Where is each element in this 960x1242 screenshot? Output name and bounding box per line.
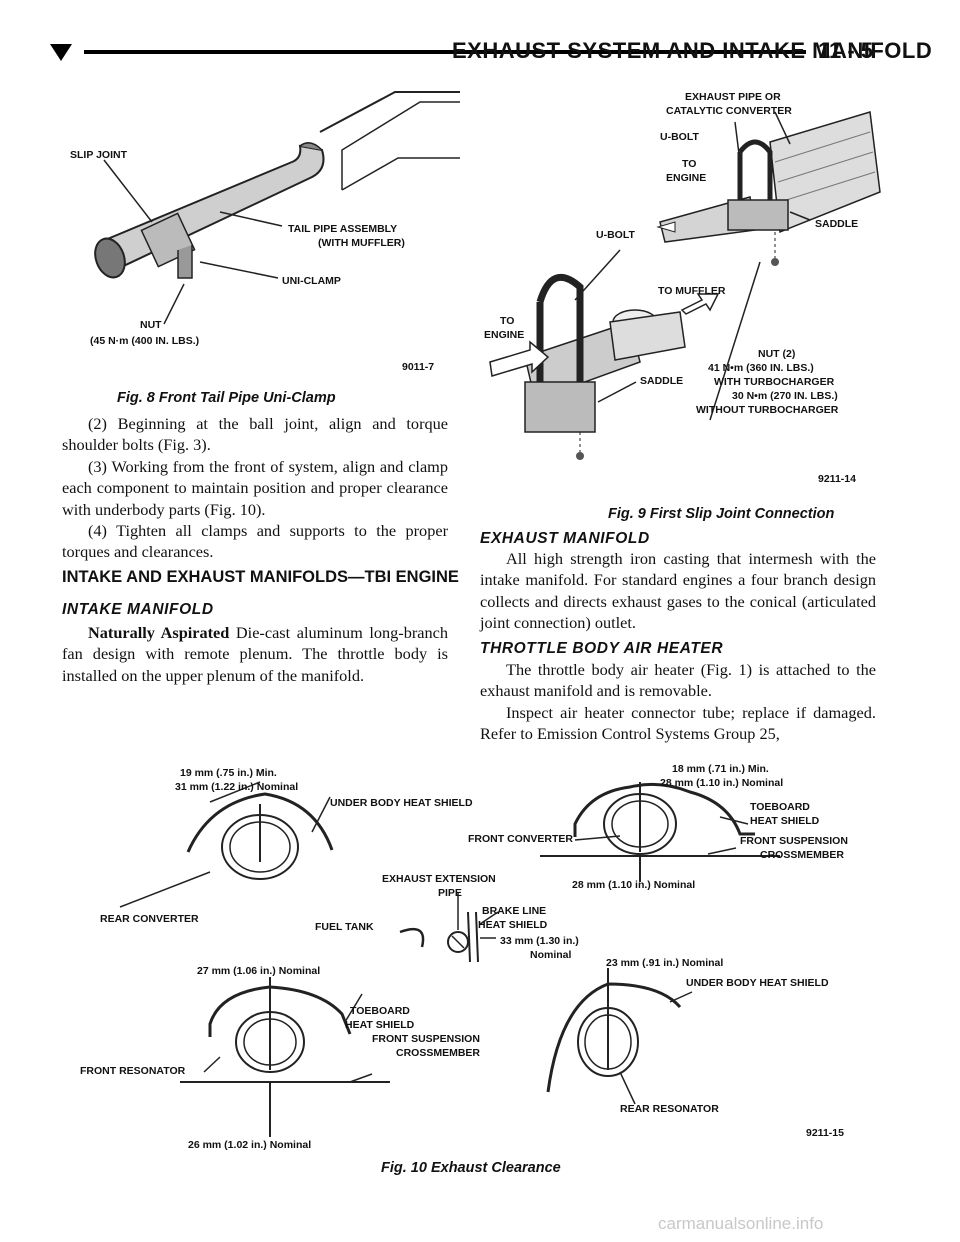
fig9-label-nut-torque-2: 30 N•m (270 IN. LBS.) xyxy=(732,390,838,402)
fig9-label-saddle-top: SADDLE xyxy=(815,218,858,230)
fig10-label-heat-shield-1: HEAT SHIELD xyxy=(750,815,820,827)
fig10-label-rear-resonator: REAR RESONATOR xyxy=(620,1103,719,1115)
intake-manifold-text: Naturally Aspirated Die-cast aluminum lo… xyxy=(62,622,448,686)
throttle-heater-text: The throttle body air heater (Fig. 1) is… xyxy=(480,659,876,745)
fig10-label-front-susp-2: FRONT SUSPENSION xyxy=(372,1033,480,1045)
fig10-label-rear-converter: REAR CONVERTER xyxy=(100,913,199,925)
fig10-label-brake-nominal: Nominal xyxy=(530,949,572,961)
fig9-label-engine-top: ENGINE xyxy=(666,172,706,184)
fig10-label-under-body-2: UNDER BODY HEAT SHIELD xyxy=(686,977,829,989)
fig9-label-nut-torque-1: 41 N•m (360 IN. LBS.) xyxy=(708,362,814,374)
fig9-caption: Fig. 9 First Slip Joint Connection xyxy=(608,506,835,522)
fig10-label-fuel-tank: FUEL TANK xyxy=(315,921,374,933)
fig10-code: 9211-15 xyxy=(806,1127,844,1139)
fig9-label-ubolt-left: U-BOLT xyxy=(596,229,635,241)
fig9-label-without-turbo: WITHOUT TURBOCHARGER xyxy=(696,404,839,416)
fig10-caption: Fig. 10 Exhaust Clearance xyxy=(381,1160,561,1176)
fig10-label-fc-nominal: 28 mm (1.10 in.) Nominal xyxy=(660,777,783,789)
fig9-label-to-muffler: TO MUFFLER xyxy=(658,285,726,297)
fig9-label-ubolt-top: U-BOLT xyxy=(660,131,699,143)
step-2: (2) Beginning at the ball joint, align a… xyxy=(62,414,448,455)
step-3: (3) Working from the front of system, al… xyxy=(62,456,448,519)
fig10-label-fr-top-dim: 27 mm (1.06 in.) Nominal xyxy=(197,965,320,977)
fig10-label-brake-dim: 33 mm (1.30 in.) xyxy=(500,935,579,947)
fig9-illustration: EXHAUST PIPE OR CATALYTIC CONVERTER U-BO… xyxy=(484,91,881,485)
fig8-label-nut-torque: (45 N·m (400 IN. LBS.) xyxy=(90,335,199,347)
fig10-label-crossmember-2: CROSSMEMBER xyxy=(396,1047,480,1059)
fig10-label-front-susp-1: FRONT SUSPENSION xyxy=(740,835,848,847)
fig10-label-brake-line: BRAKE LINE xyxy=(482,905,546,917)
fig10-illustration: 19 mm (.75 in.) Min. 31 mm (1.22 in.) No… xyxy=(80,763,848,1151)
fig10-label-brake-heat-shield: HEAT SHIELD xyxy=(478,919,548,931)
fig10-label-ext-pipe: EXHAUST EXTENSION xyxy=(382,873,496,885)
exhaust-manifold-heading: EXHAUST MANIFOLD xyxy=(480,530,650,547)
section-heading: INTAKE AND EXHAUST MANIFOLDS—TBI ENGINE xyxy=(62,568,459,586)
fig10-label-heat-shield-2: HEAT SHIELD xyxy=(345,1019,415,1031)
fig10-label-front-resonator: FRONT RESONATOR xyxy=(80,1065,186,1077)
intake-body: Die-cast aluminum long-branch fan design… xyxy=(62,623,448,685)
fig9-code: 9211-14 xyxy=(818,473,856,485)
fig9-label-saddle-bottom: SADDLE xyxy=(640,375,683,387)
fig10-label-ext-pipe-b: PIPE xyxy=(438,887,462,899)
fig9-label-to-engine-left: TO xyxy=(500,315,514,327)
heater-p1: The throttle body air heater (Fig. 1) is… xyxy=(480,660,876,701)
header-triangle-icon xyxy=(50,44,72,61)
intake-lead: Naturally Aspirated xyxy=(88,623,230,642)
fig10-label-crossmember-1: CROSSMEMBER xyxy=(760,849,844,861)
fig8-label-uni-clamp: UNI-CLAMP xyxy=(282,275,341,287)
fig10-label-toeboard-2: TOEBOARD xyxy=(350,1005,410,1017)
step-4: (4) Tighten all clamps and supports to t… xyxy=(62,521,448,562)
exhaust-manifold-body: All high strength iron casting that inte… xyxy=(480,549,876,633)
watermark: carmanualsonline.info xyxy=(658,1214,824,1233)
fig8-caption: Fig. 8 Front Tail Pipe Uni-Clamp xyxy=(117,390,336,406)
intake-manifold-heading: INTAKE MANIFOLD xyxy=(62,601,214,618)
fig9-label-catalytic-converter: CATALYTIC CONVERTER xyxy=(666,105,792,117)
fig9-label-with-turbo: WITH TURBOCHARGER xyxy=(714,376,835,388)
fig8-label-tail-pipe: TAIL PIPE ASSEMBLY xyxy=(288,223,397,235)
fig8-label-slip-joint: SLIP JOINT xyxy=(70,149,128,161)
throttle-heater-heading: THROTTLE BODY AIR HEATER xyxy=(480,640,724,657)
header-rule xyxy=(84,50,806,54)
fig10-label-front-converter: FRONT CONVERTER xyxy=(468,833,573,845)
fig8-illustration: SLIP JOINT TAIL PIPE ASSEMBLY (WITH MUFF… xyxy=(70,91,460,373)
fig9-label-engine-left: ENGINE xyxy=(484,329,524,341)
heater-p2: Inspect air heater connector tube; repla… xyxy=(480,702,876,744)
exhaust-manifold-text: All high strength iron casting that inte… xyxy=(480,548,876,634)
fig8-code: 9011-7 xyxy=(402,361,434,373)
fig10-label-fc-bottom-dim: 28 mm (1.10 in.) Nominal xyxy=(572,879,695,891)
left-steps: (2) Beginning at the ball joint, align a… xyxy=(62,413,448,563)
page-header-title: EXHAUST SYSTEM AND INTAKE MANIFOLD xyxy=(452,38,933,63)
fig10-label-rr-dim: 23 mm (.91 in.) Nominal xyxy=(606,957,723,969)
page-number: 11 - 5 xyxy=(818,38,874,63)
fig9-label-nut: NUT (2) xyxy=(758,348,795,360)
fig9-label-exhaust-pipe: EXHAUST PIPE OR xyxy=(685,91,781,103)
fig10-label-toeboard-1: TOEBOARD xyxy=(750,801,810,813)
fig8-label-with-muffler: (WITH MUFFLER) xyxy=(318,237,405,249)
fig10-label-rc-min: 19 mm (.75 in.) Min. xyxy=(180,767,277,779)
fig10-label-fc-min: 18 mm (.71 in.) Min. xyxy=(672,763,769,775)
fig10-label-rc-nominal: 31 mm (1.22 in.) Nominal xyxy=(175,781,298,793)
fig9-label-to-engine-top: TO xyxy=(682,158,696,170)
fig10-label-fr-bottom-dim: 26 mm (1.02 in.) Nominal xyxy=(188,1139,311,1151)
fig8-label-nut: NUT xyxy=(140,319,162,331)
fig10-label-under-body-1: UNDER BODY HEAT SHIELD xyxy=(330,797,473,809)
